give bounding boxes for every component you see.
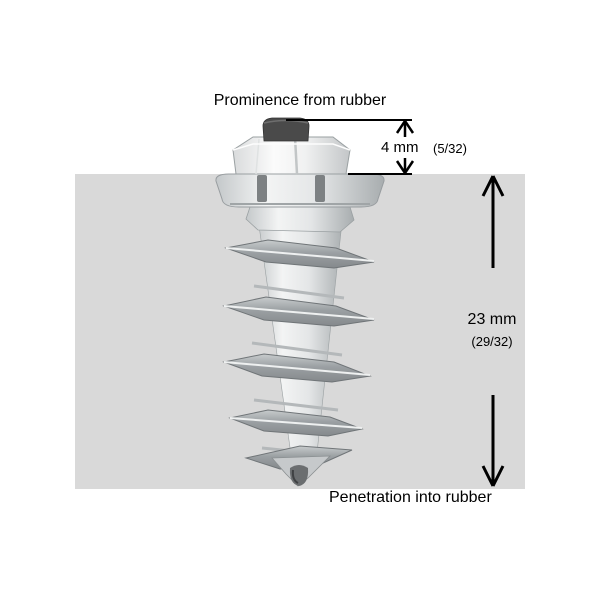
prominence-metric-value: 4 mm — [381, 139, 419, 156]
penetration-label: Penetration into rubber — [329, 489, 492, 506]
penetration-dimension-arrows — [481, 175, 505, 487]
penetration-metric-value: 23 mm — [467, 311, 517, 328]
prominence-imperial-value: (5/32) — [433, 141, 467, 156]
carbide-pin — [262, 117, 310, 142]
prominence-dimension-lines — [286, 119, 415, 175]
penetration-imperial-value: (29/32) — [471, 334, 513, 349]
stud-thread-body — [222, 203, 375, 487]
stud-flange — [215, 173, 385, 208]
stud-hex-head — [232, 136, 351, 175]
prominence-label: Prominence from rubber — [213, 92, 387, 109]
stud-tip — [271, 455, 332, 487]
